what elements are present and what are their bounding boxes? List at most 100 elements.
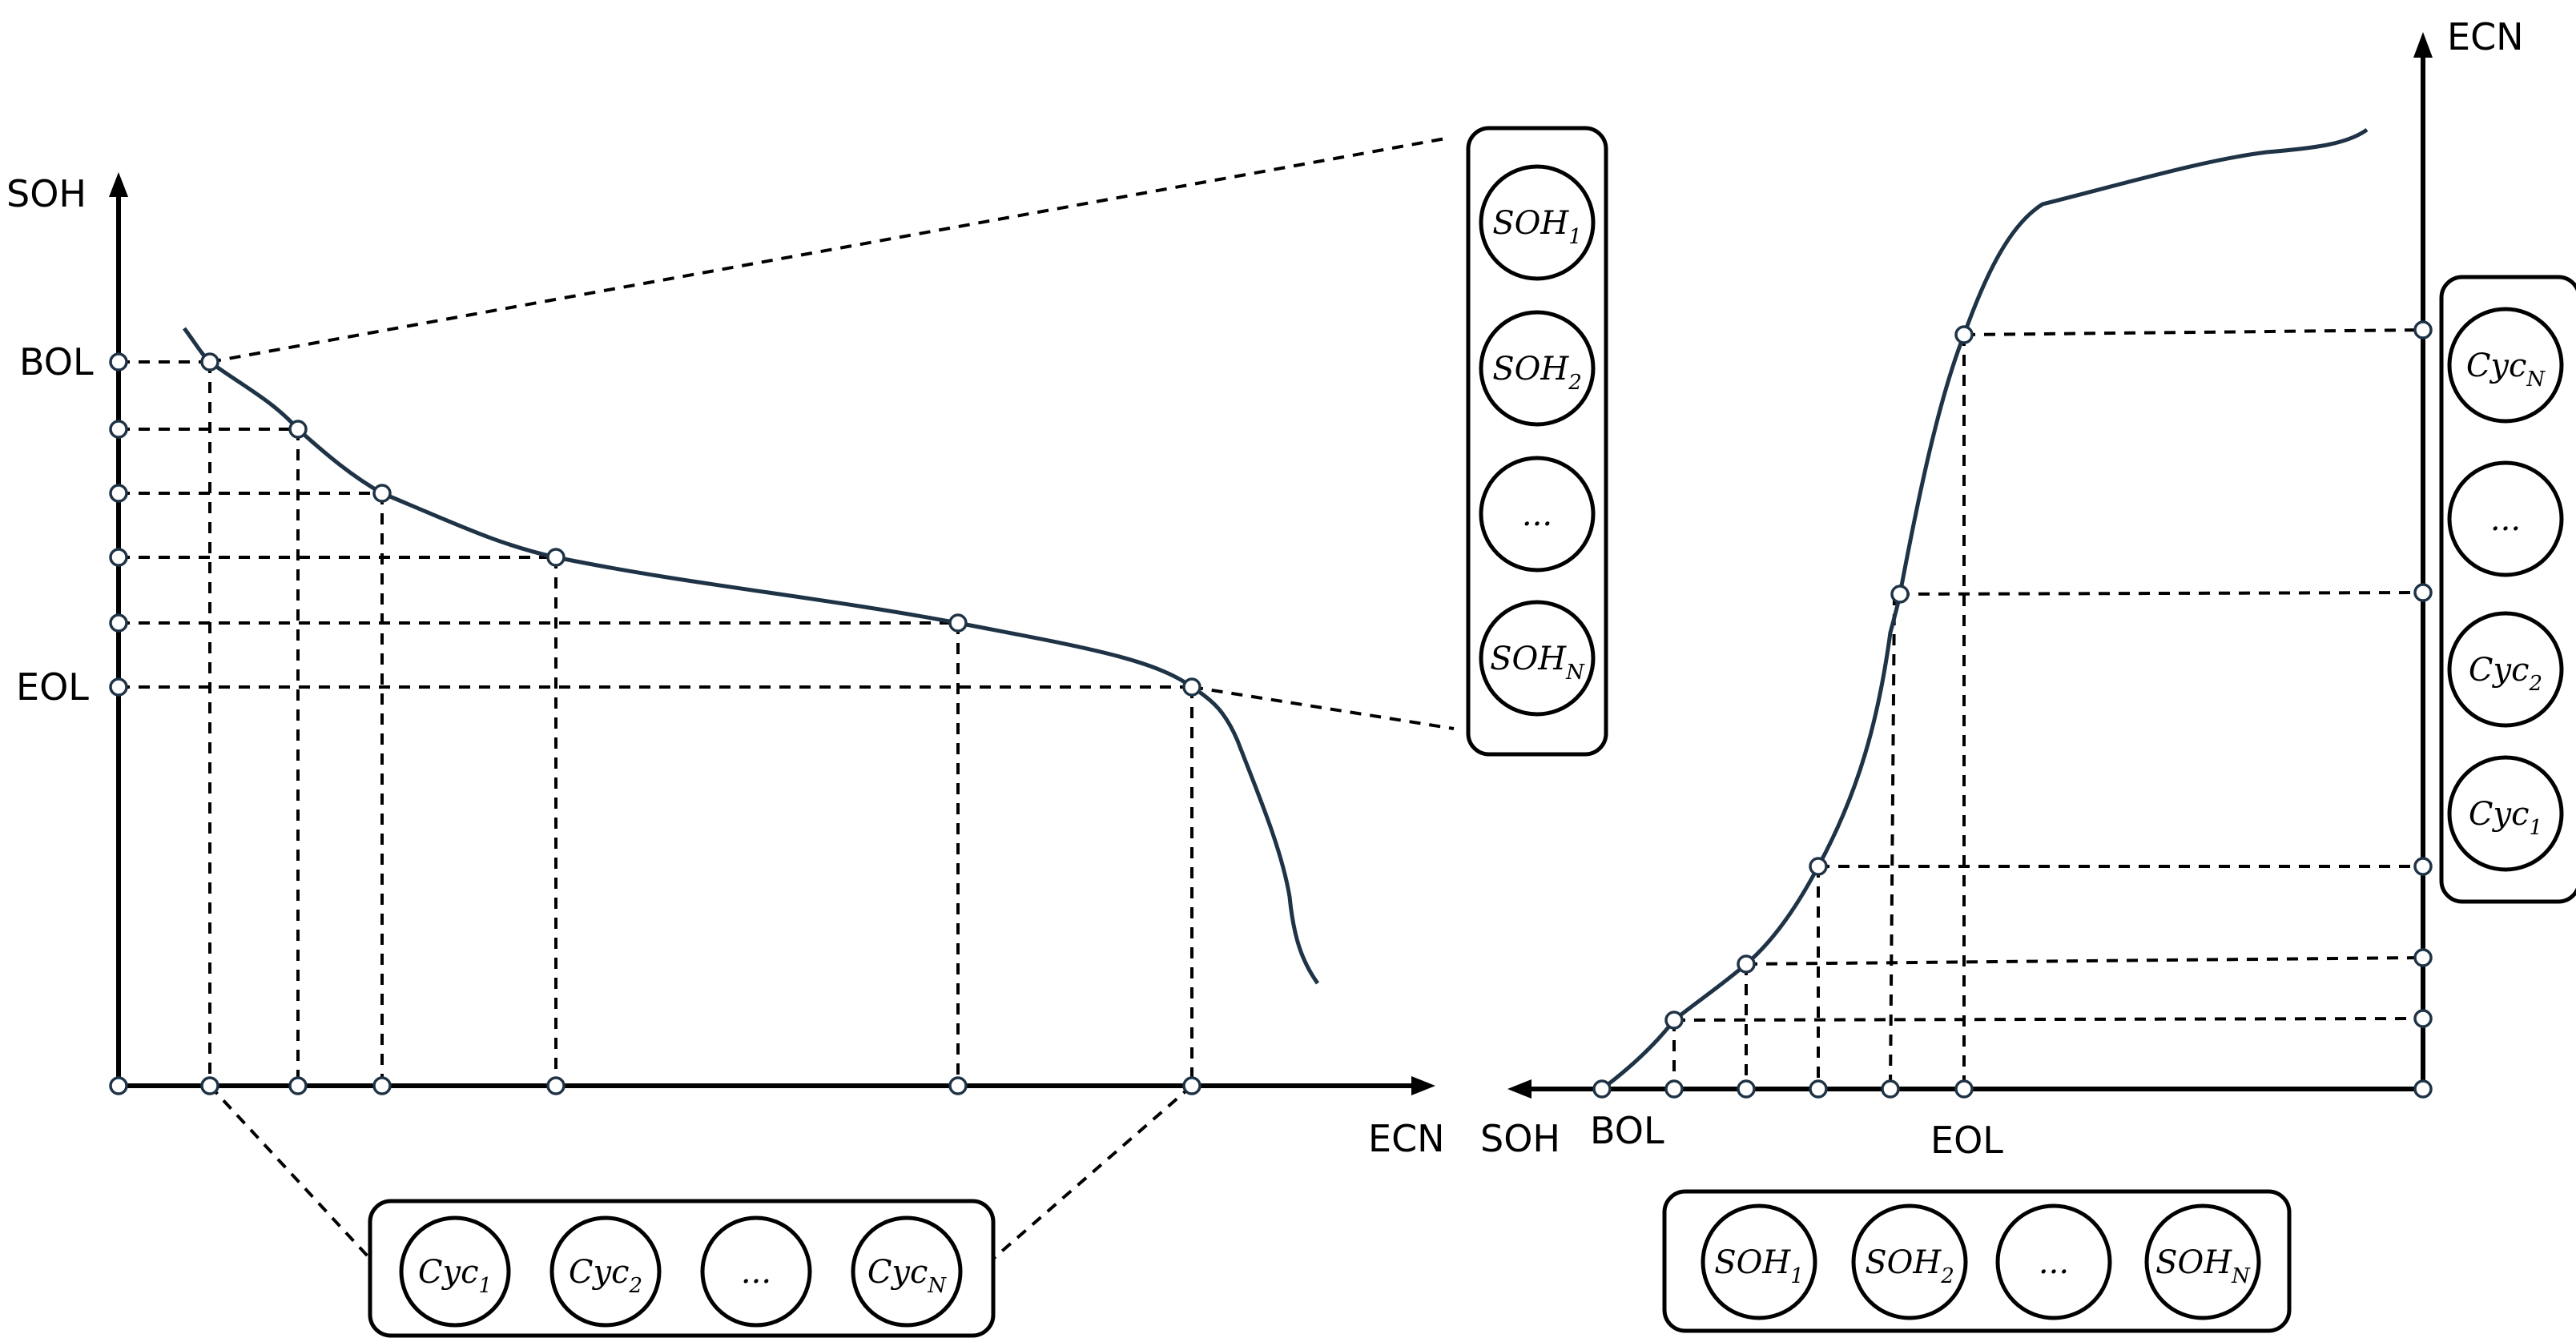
left-input-text: Cyc1: [418, 1254, 492, 1298]
right-x-node: [1954, 1079, 1974, 1099]
right-x-node: [1664, 1079, 1684, 1099]
left-x-axis-label: ECN: [1368, 1117, 1445, 1160]
right-x-node: [1809, 1079, 1828, 1099]
right-y-axis-label: ECN: [2447, 15, 2524, 58]
left-curve-node: [200, 352, 219, 372]
left-curve-node: [948, 613, 968, 633]
right-output-circle: [2447, 611, 2564, 728]
left-y-node: [109, 352, 128, 372]
right-ecn-curve: [1600, 127, 2369, 1091]
right-h-guide: [1898, 591, 2424, 596]
right-output-text: ...: [2490, 501, 2521, 538]
left-y-node: [109, 613, 128, 633]
left-y-node: [109, 677, 128, 697]
left-input-circle: [851, 1215, 963, 1328]
right-y-node: [2413, 1079, 2433, 1099]
right-h-guide: [1963, 328, 2424, 336]
left-output-text: SOHN: [1490, 641, 1585, 685]
left-input-text: Cyc2: [569, 1254, 642, 1298]
left-y-node: [109, 420, 128, 439]
right-output-box-frame: [2439, 275, 2576, 904]
right-x-node: [1881, 1079, 1900, 1099]
left-input-circle: [700, 1215, 812, 1328]
left-output-text: SOH1: [1492, 205, 1582, 249]
left-output-text: ...: [1522, 496, 1552, 533]
right-v-guide: [1889, 593, 1896, 1090]
right-output-text: CycN: [2466, 348, 2546, 392]
left-input-box-frame: [368, 1199, 996, 1338]
left-output-circle: [1479, 310, 1596, 427]
left-y-axis-arrow: [109, 172, 128, 197]
left-curve-node: [1182, 677, 1201, 697]
left-eol-label: EOL: [16, 665, 89, 709]
left-x-axis-arrow: [1411, 1076, 1435, 1095]
right-y-node: [2413, 320, 2433, 340]
right-x-axis-arrow: [1507, 1079, 1532, 1099]
right-y-node: [2413, 1009, 2433, 1028]
left-bol-label: BOL: [19, 340, 94, 384]
right-y-node: [2413, 583, 2433, 602]
left-output-circle: [1479, 164, 1596, 281]
left-x-node: [1182, 1076, 1201, 1095]
left-connector: [209, 136, 1451, 364]
right-y-axis-arrow: [2413, 32, 2433, 58]
right-h-guide: [1673, 1017, 2424, 1022]
right-input-box: SOH1 SOH2 ... SOHN: [1662, 1189, 2292, 1333]
left-y-axis-label: SOH: [6, 172, 87, 215]
right-input-circle: [1701, 1203, 1817, 1320]
left-connector: [208, 1084, 372, 1260]
left-y-node: [109, 484, 128, 503]
right-curve-node: [1809, 857, 1828, 876]
right-output-circle: [2447, 460, 2564, 577]
right-curve-node: [1954, 325, 1974, 344]
right-curve-node: [1664, 1011, 1684, 1030]
right-input-circle: [1995, 1203, 2112, 1320]
right-input-circle: [2144, 1203, 2261, 1320]
right-input-text: SOHN: [2155, 1244, 2251, 1288]
right-x-node: [1592, 1079, 1612, 1099]
left-output-text: SOH2: [1492, 351, 1582, 395]
right-chart: ECN SOH BOL EOL CycN ... Cyc2 Cyc1 SOH1 …: [1480, 15, 2576, 1333]
left-curve-node: [288, 420, 308, 439]
right-curve-node: [1737, 954, 1756, 974]
right-output-circle: [2447, 755, 2564, 872]
right-output-box: CycN ... Cyc2 Cyc1: [2439, 275, 2576, 904]
right-h-guide: [1745, 956, 2424, 966]
left-x-node: [372, 1076, 392, 1095]
left-x-node: [109, 1076, 128, 1095]
right-input-text: ...: [2039, 1244, 2069, 1281]
right-curve-node: [1890, 585, 1910, 604]
left-connector: [992, 1084, 1193, 1260]
right-output-text: Cyc1: [2469, 796, 2542, 840]
right-output-circle: [2447, 307, 2564, 424]
left-input-circle: [549, 1215, 662, 1328]
right-input-text: SOH2: [1865, 1244, 1954, 1288]
right-output-text: Cyc2: [2469, 652, 2542, 696]
left-input-text: ...: [741, 1254, 771, 1291]
left-output-box-frame: [1466, 126, 1608, 757]
right-y-node: [2413, 857, 2433, 876]
left-x-node: [288, 1076, 308, 1095]
right-y-node: [2413, 948, 2433, 967]
left-input-text: CycN: [867, 1254, 948, 1298]
right-input-text: SOH1: [1714, 1244, 1804, 1288]
left-input-circle: [399, 1215, 511, 1328]
left-x-node: [546, 1076, 566, 1095]
right-eol-label: EOL: [1930, 1119, 2003, 1162]
left-curve-node: [546, 548, 566, 567]
left-chart: SOH BOL EOL ECN Cyc1 Cyc2 ... CycN SOH1 …: [6, 126, 1608, 1338]
right-bol-label: BOL: [1590, 1109, 1664, 1152]
right-input-box-frame: [1662, 1189, 2292, 1333]
left-input-box: Cyc1 Cyc2 ... CycN: [368, 1199, 996, 1338]
left-output-circle: [1479, 456, 1596, 573]
left-x-node: [948, 1076, 968, 1095]
left-soh-curve: [182, 327, 1320, 985]
left-x-node: [200, 1076, 219, 1095]
left-curve-node: [372, 484, 392, 503]
left-y-node: [109, 548, 128, 567]
left-output-circle: [1479, 600, 1596, 717]
right-input-circle: [1851, 1203, 1968, 1320]
right-x-axis-label: SOH: [1480, 1117, 1560, 1160]
left-connector: [1191, 685, 1455, 730]
